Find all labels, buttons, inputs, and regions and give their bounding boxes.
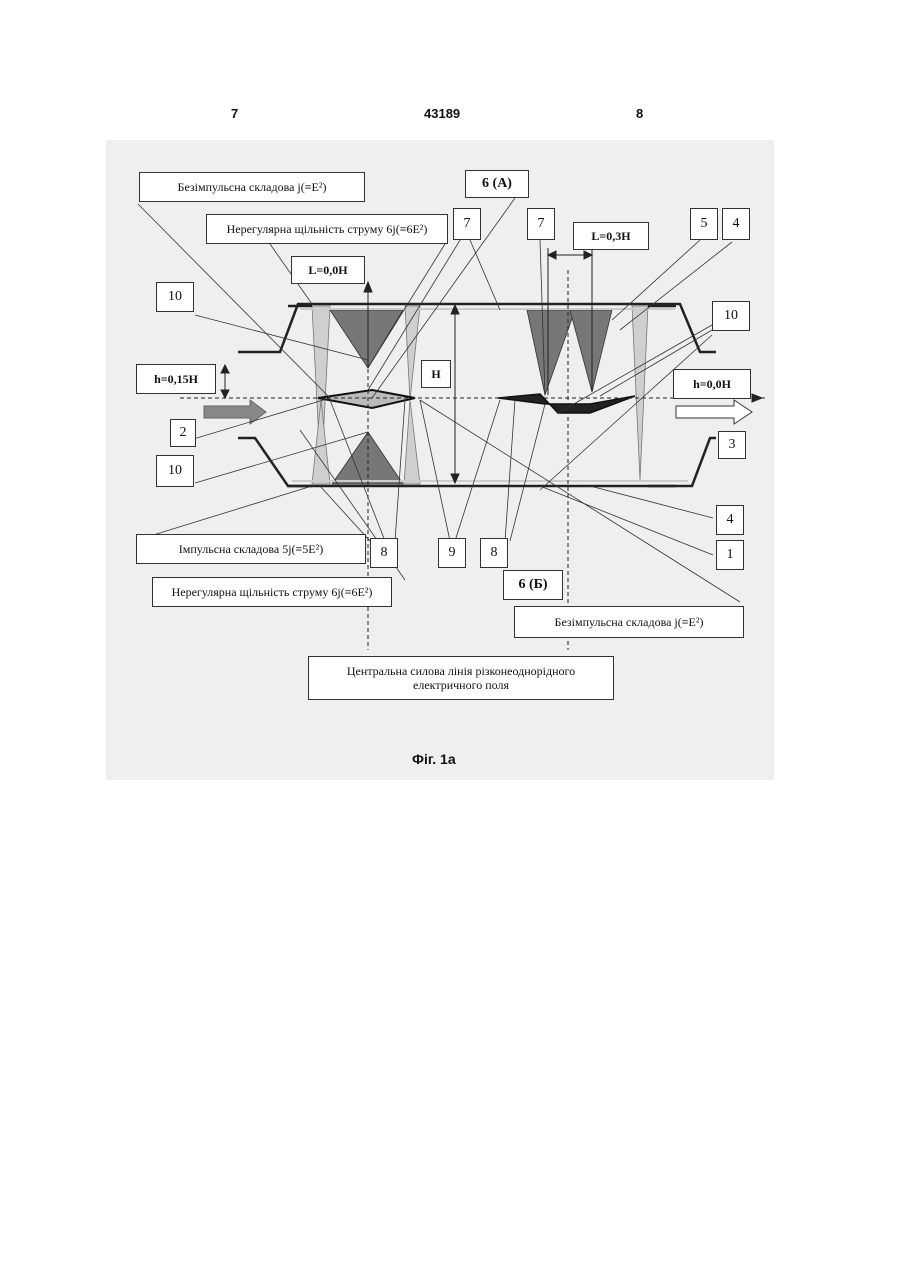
dim-L0: L=0,0H	[291, 256, 365, 284]
label-10b: 10	[712, 301, 750, 331]
bez-top-label: Безімпульсна складова j(≡E²)	[139, 172, 365, 202]
bez-bottom-label: Безімпульсна складова j(≡E²)	[514, 606, 744, 638]
nereg-bottom-label: Нерегулярна щільність струму 6j(≡6E²)	[152, 577, 392, 607]
imp-bottom-label: Імпульсна складова 5j(≡5E²)	[136, 534, 366, 564]
dim-H: H	[421, 360, 451, 388]
dim-h00: h=0,0H	[673, 369, 751, 399]
figure-caption: Фіг. 1а	[412, 751, 456, 767]
label-6B: 6 (Б)	[503, 570, 563, 600]
central-line-label: Центральна силова лінія різконеоднорідно…	[308, 656, 614, 700]
nereg-top-label: Нерегулярна щільність струму 6j(≡6E²)	[206, 214, 448, 244]
label-8a: 8	[370, 538, 398, 568]
label-1: 1	[716, 540, 744, 570]
label-2: 2	[170, 419, 196, 447]
label-9: 9	[438, 538, 466, 568]
label-10c: 10	[156, 455, 194, 487]
label-6A: 6 (A)	[465, 170, 529, 198]
label-7a: 7	[453, 208, 481, 240]
label-7b: 7	[527, 208, 555, 240]
dim-L03: L=0,3H	[573, 222, 649, 250]
label-3: 3	[718, 431, 746, 459]
label-10a: 10	[156, 282, 194, 312]
label-8b: 8	[480, 538, 508, 568]
label-5: 5	[690, 208, 718, 240]
label-4b: 4	[716, 505, 744, 535]
dim-h015: h=0,15H	[136, 364, 216, 394]
label-4a: 4	[722, 208, 750, 240]
